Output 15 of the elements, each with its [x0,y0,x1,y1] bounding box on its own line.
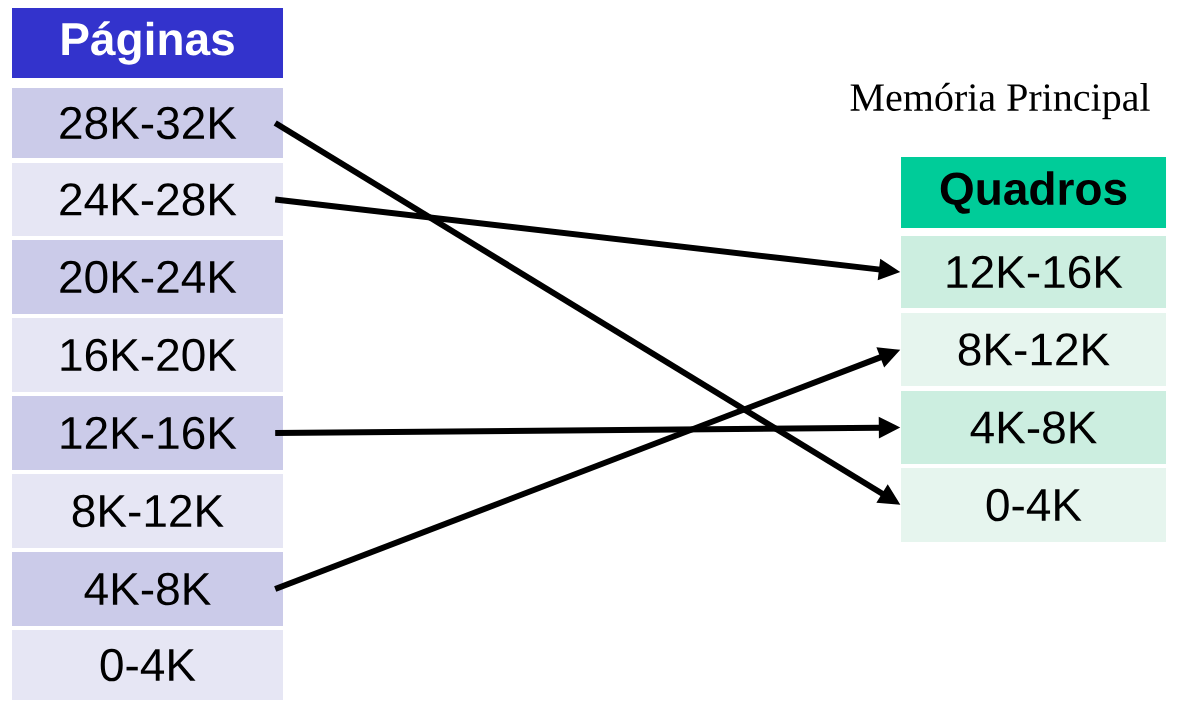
table-row: 0-4K [901,468,1166,542]
table-row: 28K-32K [12,88,283,158]
table-row: 4K-8K [12,552,283,626]
table-row: 4K-8K [901,391,1166,464]
table-row: 12K-16K [12,396,283,470]
table-row: 12K-16K [901,236,1166,308]
table-row: 24K-28K [12,163,283,236]
table-row: 16K-20K [12,318,283,392]
table-row: 8K-12K [901,313,1166,386]
table-row: 0-4K [12,630,283,700]
table-row: 8K-12K [12,474,283,548]
table-header: Páginas [12,8,283,78]
table-header: Quadros [901,157,1166,228]
section-title: Memória Principal [850,82,1150,120]
table-row: 20K-24K [12,240,283,314]
